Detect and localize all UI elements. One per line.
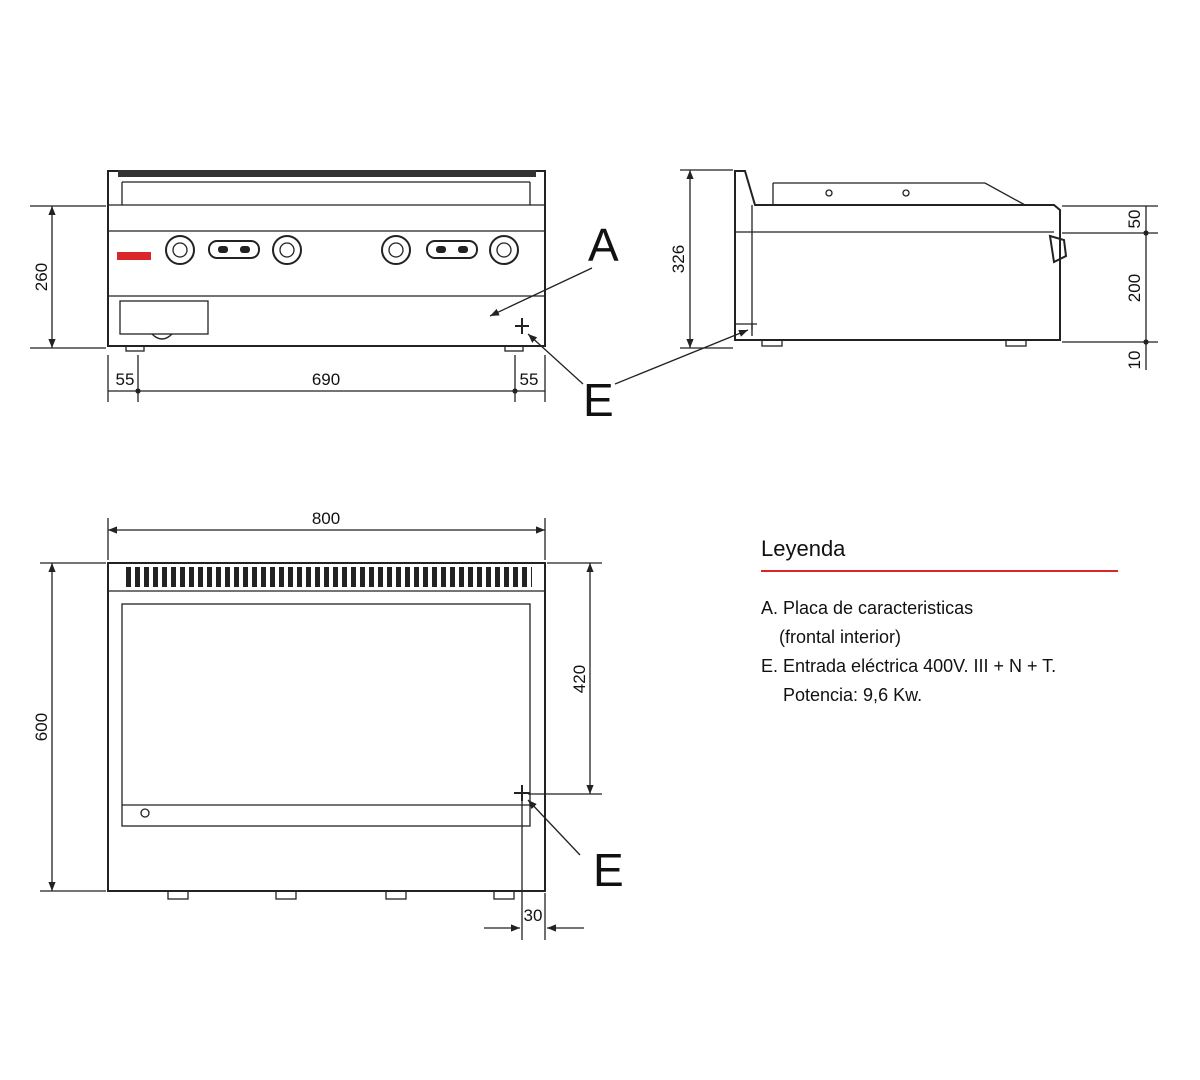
top-feet: [167, 890, 515, 900]
legend: Leyenda A. Placa de caracteristicas (fro…: [761, 536, 1121, 710]
control-knobs: [165, 235, 519, 265]
legend-item-a-detail: (frontal interior): [779, 627, 902, 647]
callout-e-front: E: [583, 374, 614, 426]
front-width-right-label: 55: [520, 370, 539, 389]
top-depth-label: 600: [32, 713, 51, 741]
front-height-label: 260: [32, 263, 51, 291]
side-top-label: 50: [1125, 210, 1144, 229]
legend-item-e-detail: Potencia: 9,6 Kw.: [783, 685, 923, 705]
side-height-label: 326: [669, 245, 688, 273]
legend-title: Leyenda: [761, 536, 846, 561]
front-width-left-label: 55: [116, 370, 135, 389]
side-mid-label: 200: [1125, 274, 1144, 302]
side-view: 326 50 200 10: [669, 169, 1158, 370]
front-width-mid-label: 690: [312, 370, 340, 389]
top-inlet-offset-label: 30: [524, 906, 543, 925]
top-inlet-depth-label: 420: [570, 665, 589, 693]
callout-a: A: [588, 219, 619, 271]
brand-logo: [117, 252, 151, 260]
legend-item-e: E. Entrada eléctrica 400V. III + N + T.: [761, 656, 1057, 676]
legend-divider: [761, 570, 1118, 572]
legend-item-a: A. Placa de caracteristicas: [761, 598, 974, 618]
top-view: 800 600 420 30 E: [32, 509, 624, 940]
side-bottom-label: 10: [1125, 351, 1144, 370]
callouts-top: A E: [489, 219, 749, 426]
front-view: 260 55 690 55: [30, 170, 546, 402]
top-width-label: 800: [312, 509, 340, 528]
callout-e-top: E: [593, 844, 624, 896]
